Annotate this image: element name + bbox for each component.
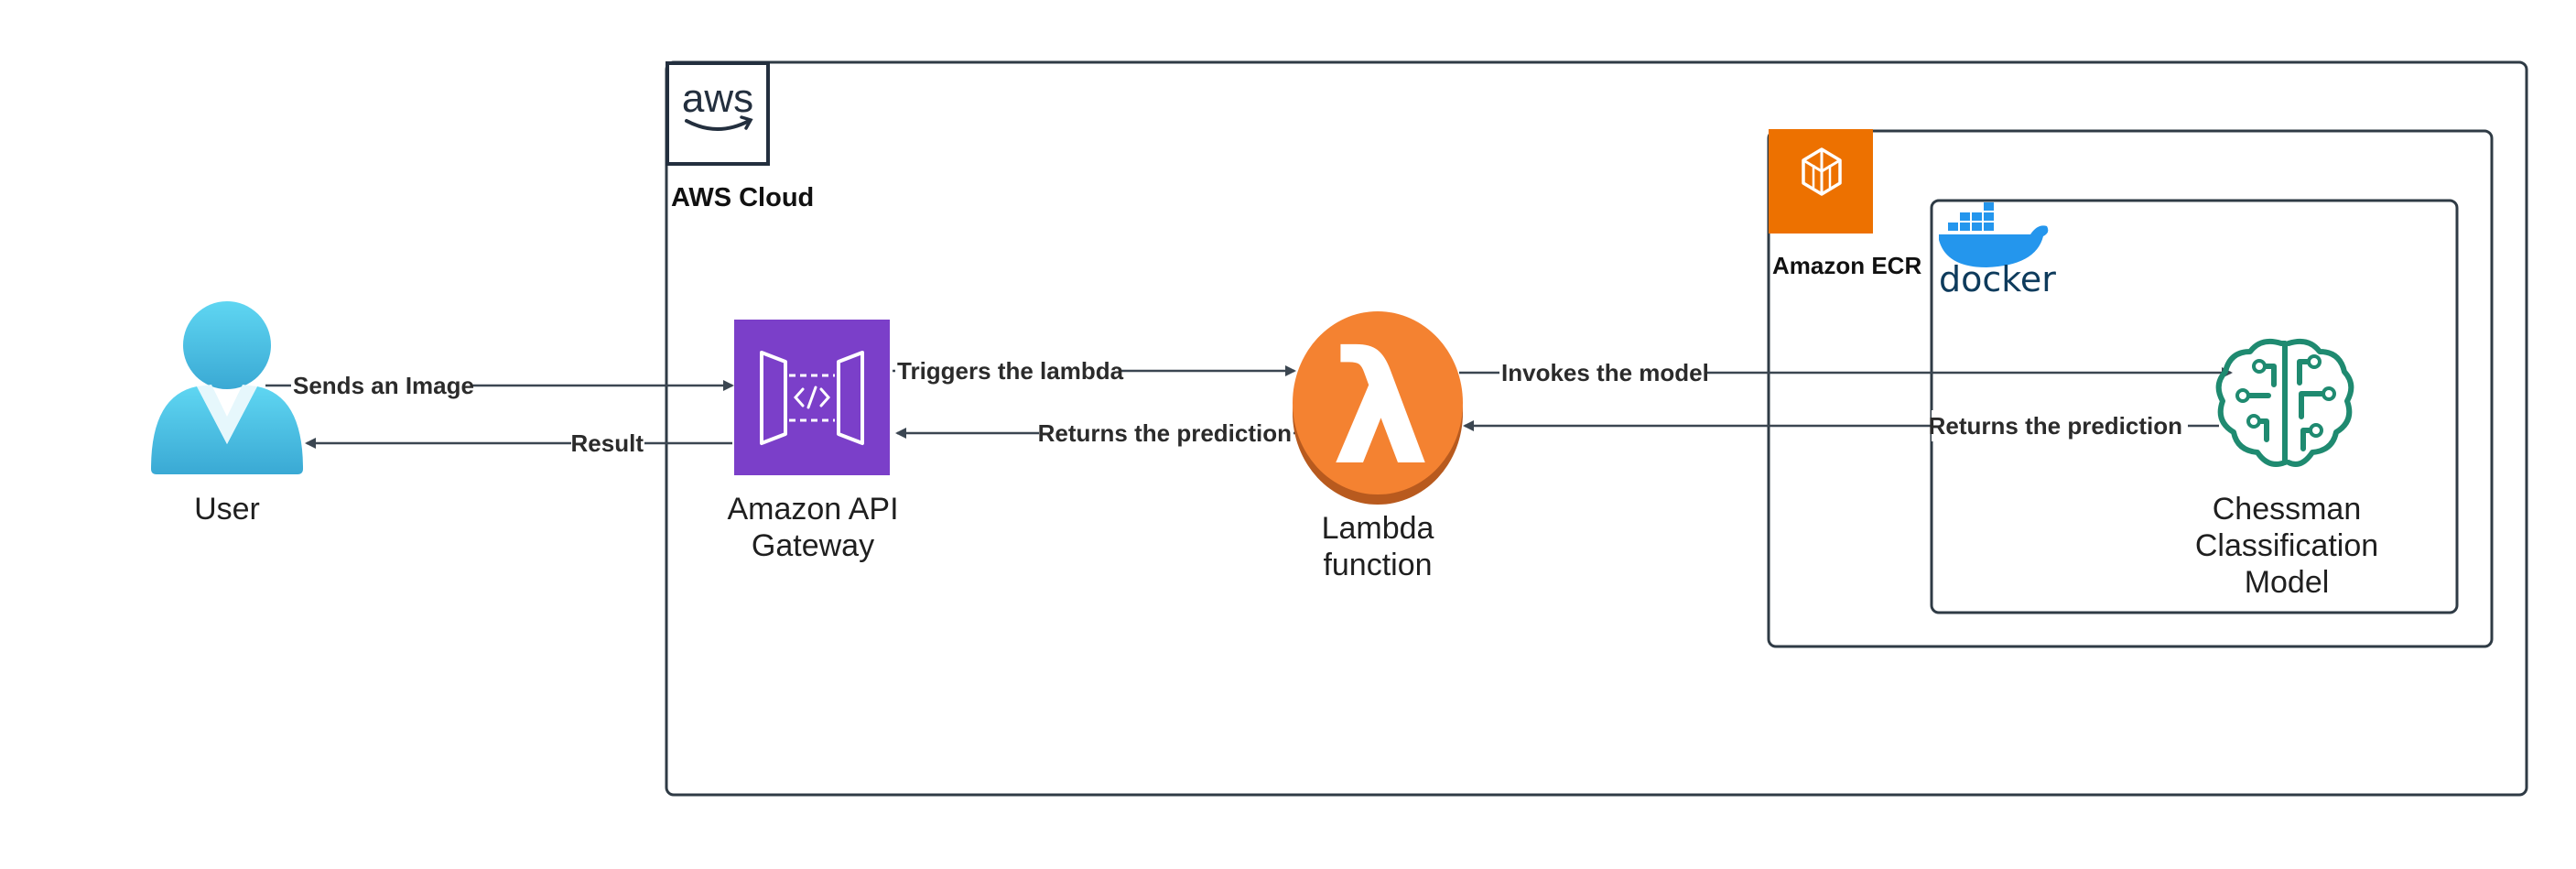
user-node: User xyxy=(151,301,303,527)
docker-border xyxy=(1930,199,2459,614)
lambda-glyph: λ xyxy=(1331,319,1430,500)
ecr-label: Amazon ECR xyxy=(1772,252,1921,279)
model-label-line3: Model xyxy=(2245,565,2330,600)
api-gateway-label-line1: Amazon API xyxy=(727,492,898,527)
edges: Sends an Image Result Triggers the lambd… xyxy=(265,356,2233,459)
api-gateway-node: Amazon API Gateway xyxy=(727,320,899,563)
aws-logo-icon: aws xyxy=(666,61,770,166)
model-label-line2: Classification xyxy=(2195,528,2378,563)
edge-label-sends-image: Sends an Image xyxy=(293,372,474,399)
aws-cloud-border xyxy=(665,60,2528,797)
edge-label-invokes-model: Invokes the model xyxy=(1501,359,1709,386)
edge-label-returns-prediction-gateway: Returns the prediction xyxy=(1038,419,1292,447)
sagemaker-brain-icon xyxy=(2215,338,2354,467)
user-icon xyxy=(151,301,303,474)
ecr-icon xyxy=(1769,129,1873,234)
api-gateway-label-line2: Gateway xyxy=(752,528,874,563)
docker-logo-icon: docker xyxy=(1939,202,2056,299)
edge-label-triggers-lambda: Triggers the lambda xyxy=(897,357,1124,385)
api-gateway-icon xyxy=(734,320,890,475)
edge-label-returns-prediction-model: Returns the prediction xyxy=(1929,412,2182,440)
lambda-icon: λ xyxy=(1293,311,1463,505)
aws-cloud-label: AWS Cloud xyxy=(671,183,814,212)
aws-cloud-group: aws AWS Cloud xyxy=(665,60,2528,797)
edge-label-result: Result xyxy=(571,429,644,457)
lambda-label-line2: function xyxy=(1323,548,1432,582)
model-label-line1: Chessman xyxy=(2213,492,2362,527)
model-node: Chessman Classification Model xyxy=(2195,338,2378,600)
ecr-border xyxy=(1767,129,2494,648)
docker-logo-text: docker xyxy=(1939,259,2056,299)
docker-group: docker xyxy=(1930,199,2459,614)
user-label: User xyxy=(194,492,260,527)
aws-logo-text: aws xyxy=(682,76,753,121)
lambda-node: λ Lambda function xyxy=(1293,311,1463,582)
lambda-label-line1: Lambda xyxy=(1322,511,1434,546)
ecr-group: Amazon ECR xyxy=(1767,129,2494,648)
